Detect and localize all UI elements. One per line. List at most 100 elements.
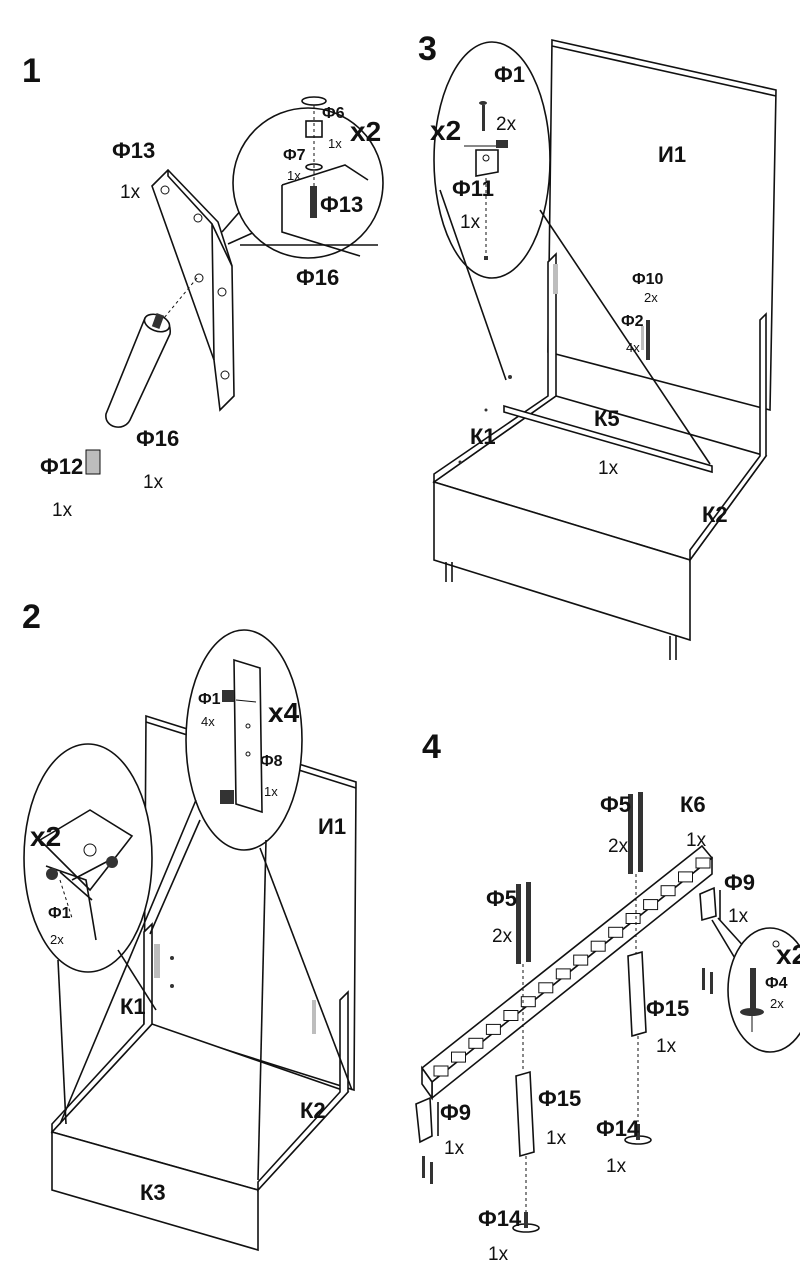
slat-clip	[433, 1065, 449, 1077]
qty-f1: 4x	[201, 714, 215, 729]
qty-f11: 1x	[460, 212, 481, 233]
slat-clip	[678, 871, 693, 883]
step-4: 4	[415, 728, 800, 1265]
step-number-1: 1	[22, 52, 41, 90]
bed-frame	[50, 922, 350, 1252]
qty-f15-left: 1x	[546, 1128, 567, 1149]
label-f15-left: Ф15	[538, 1086, 581, 1111]
slat-clip	[590, 940, 606, 952]
support-leg-left	[515, 1070, 535, 1158]
step-number-4: 4	[422, 728, 441, 766]
qty-k5: 1x	[598, 458, 619, 479]
slat-clip	[608, 926, 624, 938]
step4-zoom-callout	[711, 917, 800, 1053]
slat-clip	[485, 1023, 501, 1035]
qty-f16: 1x	[143, 472, 164, 493]
label-f5-left: Ф5	[486, 886, 517, 911]
label-f13: Ф13	[112, 138, 155, 163]
slat-clip	[573, 954, 589, 966]
step2-zoom-left	[23, 743, 157, 1125]
qty-f15-right: 1x	[656, 1036, 677, 1057]
bracket-f9-left	[415, 1096, 433, 1144]
label-zoom-f13: Ф13	[320, 192, 363, 217]
label-f15-right: Ф15	[646, 996, 689, 1021]
qty-f4: 2x	[770, 996, 784, 1011]
zoom-multiplier: x2	[430, 115, 461, 146]
qty-f10: 2x	[644, 290, 658, 305]
step2-zoom-top	[59, 629, 353, 1181]
step-2: 2 x4 Ф1	[22, 598, 357, 1252]
qty-f1: 2x	[496, 114, 517, 135]
label-k1: К1	[120, 994, 146, 1019]
slat-clip	[643, 899, 659, 911]
screw-f5-mid-b	[638, 792, 643, 872]
label-k6: К6	[680, 792, 706, 817]
slat-clip	[451, 1051, 466, 1063]
label-f5-mid: Ф5	[600, 792, 631, 817]
label-f10: Ф10	[632, 271, 664, 288]
label-f1: Ф1	[48, 905, 71, 922]
slat-clip	[695, 857, 711, 869]
qty-f9-right: 1x	[728, 906, 749, 927]
zoom-multiplier: x2	[350, 116, 381, 147]
slat-clip	[468, 1037, 484, 1049]
label-f9-left: Ф9	[440, 1100, 471, 1125]
qty-f9-left: 1x	[444, 1138, 465, 1159]
slat-clip	[625, 913, 641, 924]
label-f11: Ф11	[452, 176, 494, 201]
step3-zoom-callout	[433, 41, 711, 465]
label-k5: К5	[594, 406, 620, 431]
label-f4: Ф4	[765, 975, 788, 992]
screw-f5-left-b	[526, 882, 531, 962]
support-leg-right	[627, 950, 647, 1038]
qty-f5-left: 2x	[492, 926, 513, 947]
slat-clip	[660, 885, 676, 897]
label-f7: Ф7	[283, 147, 306, 164]
qty-f1: 2x	[50, 932, 64, 947]
step-1: 1	[22, 52, 384, 521]
label-k2: К2	[300, 1098, 326, 1123]
zoom-multiplier: x4	[268, 697, 300, 728]
label-k3: К3	[140, 1180, 166, 1205]
label-f14-right: Ф14	[596, 1116, 640, 1141]
step-number-3: 3	[418, 30, 437, 68]
qty-f12: 1x	[52, 500, 73, 521]
label-f1: Ф1	[494, 62, 525, 87]
headboard-panel	[547, 39, 777, 412]
qty-f13: 1x	[120, 182, 141, 203]
bed-frame	[432, 252, 768, 660]
zoom-multiplier: x2	[776, 939, 800, 970]
qty-f8: 1x	[264, 784, 278, 799]
label-zoom-f16: Ф16	[296, 265, 339, 290]
qty-f2: 4x	[626, 340, 640, 355]
label-f8: Ф8	[260, 753, 283, 770]
step-number-2: 2	[22, 598, 41, 636]
slat-clip	[520, 996, 536, 1008]
qty-f5-mid: 2x	[608, 836, 629, 857]
label-f2: Ф2	[621, 313, 644, 330]
label-f1: Ф1	[198, 691, 221, 708]
label-f12: Ф12	[40, 454, 83, 479]
qty-f6: 1x	[328, 136, 342, 151]
label-f6: Ф6	[322, 105, 345, 122]
leg	[105, 313, 171, 428]
qty-f14-right: 1x	[606, 1156, 627, 1177]
qty-f14-left: 1x	[488, 1244, 509, 1265]
label-f14-left: Ф14	[478, 1206, 522, 1231]
step1-zoom-callout	[221, 96, 384, 259]
label-f9-right: Ф9	[724, 870, 755, 895]
label-k2: К2	[702, 502, 728, 527]
zoom-multiplier: x2	[30, 821, 61, 852]
slat-clip	[538, 982, 554, 994]
slat-clip	[555, 968, 571, 980]
label-f16: Ф16	[136, 426, 179, 451]
glider-pad	[85, 449, 101, 475]
screw-f5-mid-a	[628, 794, 633, 874]
slat-beam	[420, 844, 714, 1101]
step-3: 3	[418, 30, 777, 660]
label-k1: К1	[470, 424, 496, 449]
bracket-f9-right	[699, 886, 717, 922]
qty-k6: 1x	[686, 830, 707, 851]
leg-bracket	[151, 168, 235, 412]
